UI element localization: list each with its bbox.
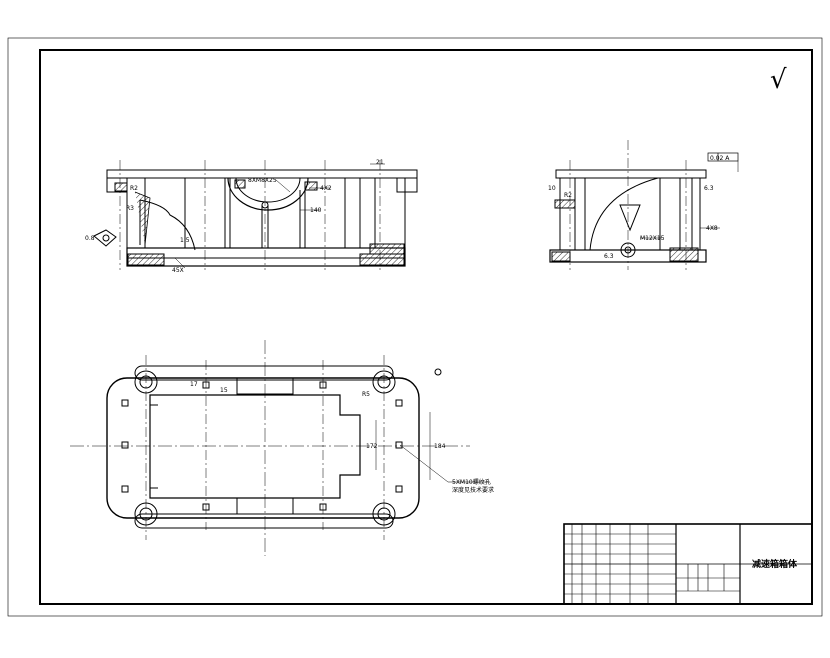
- callout-base: 6.3: [604, 253, 614, 260]
- callout-mid: 21: [376, 159, 384, 166]
- callout-tolerance: 0.02 A: [710, 155, 730, 162]
- callout-depth: 1.5: [180, 237, 190, 244]
- drawing-frame: [39, 49, 813, 605]
- side-view: [549, 140, 739, 270]
- callout-thread2: M12X15: [640, 235, 665, 242]
- outer-border: [7, 37, 823, 617]
- callout-ang: R5: [362, 391, 370, 398]
- callout-length: 140: [310, 207, 322, 214]
- callout-depth2: 10: [548, 185, 556, 192]
- callout-w1: 15: [220, 387, 228, 394]
- callout-thread: 8XM8X25: [248, 177, 277, 184]
- front-view-annotations: 8XM8X25 R2 4X2 140 R3 1.5 21 0.8 45X: [85, 159, 384, 274]
- callout-note: 5XM10螺纹孔: [452, 478, 491, 486]
- side-view-annotations: 0.02 A M12X15 4X8 10 R2 6.3 6.3: [548, 155, 730, 260]
- callout-fillet: R2: [130, 185, 138, 192]
- callout-ra2: 6.3: [704, 185, 714, 192]
- callout-fillet2: 4X2: [320, 185, 332, 192]
- callout-ra: 0.8: [85, 235, 95, 242]
- callout-h1: 172: [366, 443, 378, 450]
- top-view-annotations: 15 17 172 184 5XM10螺纹孔 深度见技术要求 R5: [190, 381, 494, 494]
- callout-hole: 45X: [172, 267, 184, 274]
- callout-h2: 184: [434, 443, 446, 450]
- top-view: [70, 340, 490, 556]
- callout-note2: 深度见技术要求: [452, 486, 494, 494]
- title-block: [563, 523, 813, 605]
- surface-finish-symbol: √: [770, 65, 787, 95]
- callout-r: R2: [564, 192, 572, 199]
- part-name: 减速箱箱体: [752, 558, 798, 570]
- callout-corner: R3: [126, 205, 134, 212]
- front-view: [93, 160, 418, 270]
- callout-w2: 17: [190, 381, 198, 388]
- callout-holes: 4X8: [706, 225, 718, 232]
